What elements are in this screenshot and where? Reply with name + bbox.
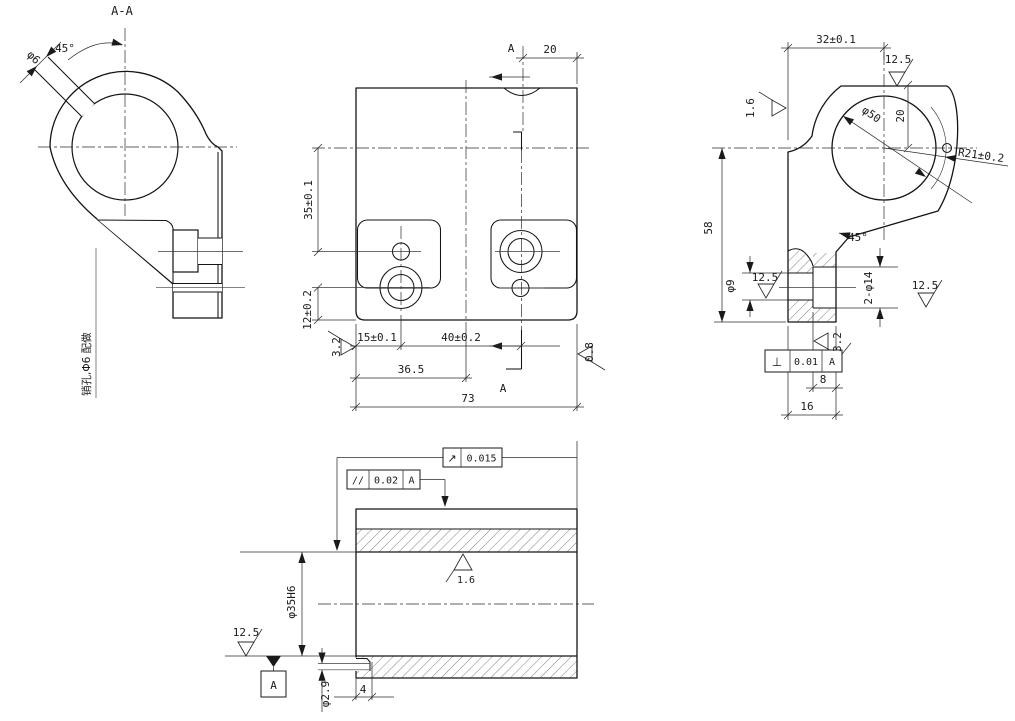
pocket-edge — [96, 219, 174, 229]
section-band-top — [356, 529, 577, 552]
angle-dimension — [67, 38, 124, 61]
ra-top-label: 12.5 — [885, 53, 912, 66]
dimensions — [225, 441, 578, 712]
ra-left-label: 3.2 — [330, 337, 343, 357]
dim-73: 73 — [461, 392, 474, 405]
dim-32: 32±0.1 — [816, 33, 856, 46]
datum-triangle-icon — [266, 656, 281, 667]
dim-58: 58 — [702, 221, 715, 234]
ra-bore-label: 1.6 — [457, 575, 475, 586]
dim-4: 4 — [360, 683, 367, 696]
centerlines — [712, 52, 977, 288]
foot-hatch — [788, 300, 836, 322]
centerlines — [38, 28, 245, 289]
dim-8: 8 — [820, 373, 827, 386]
ra-hub-label: 12.5 — [752, 271, 779, 284]
fcf-tolerance: 0.02 — [374, 476, 398, 487]
pin-hole-edge — [47, 56, 95, 105]
dim-35: 35±0.1 — [302, 180, 315, 220]
counterbore-cavity — [172, 229, 199, 273]
ra-left-label: 1.6 — [744, 98, 757, 118]
pin-hole-note: 销孔,Φ6 配做 — [80, 332, 93, 396]
view-bore-detail: ↗ 0.015 // 0.02 A A 1.6 φ35H6 — [225, 441, 594, 712]
foot-fillet — [787, 248, 814, 267]
fcf-runout: ↗ 0.015 — [333, 447, 577, 551]
section-label-bottom: A — [500, 382, 507, 395]
bore-dia-label: φ35H6 — [285, 585, 298, 618]
dim-12: 12±0.2 — [301, 290, 314, 330]
dim-20: 20 — [543, 43, 556, 56]
ra-end-label: 12.5 — [233, 626, 260, 639]
fcf-tolerance: 0.01 — [794, 357, 818, 368]
dim-36-5: 36.5 — [398, 363, 425, 376]
view-side: ⊥ 0.01 A 32±0.1 12.5 1.6 20 φ50 R21±0.2 … — [702, 33, 1009, 420]
fcf-perpendicularity: ⊥ 0.01 A — [764, 342, 852, 373]
fcf-tolerance: 0.015 — [466, 454, 496, 465]
roughness-symbol — [888, 58, 914, 87]
foot-hatch — [788, 249, 813, 273]
roughness-symbol — [237, 628, 263, 657]
roughness-symbol — [757, 270, 783, 299]
roughness-symbol — [577, 345, 606, 371]
fcf-datum: A — [829, 357, 835, 368]
pin-radius-label: R21±0.2 — [957, 146, 1005, 165]
roughness-symbol — [445, 553, 473, 583]
pin-hole-angle-label: 45° — [55, 42, 75, 55]
pin-hole-channel — [66, 88, 95, 117]
dimensions — [714, 42, 1009, 420]
dim-20: 20 — [894, 109, 907, 122]
front-outline — [355, 87, 578, 321]
counterbore-label: 2-φ14 — [862, 271, 875, 304]
pin-hole-edge — [34, 69, 83, 117]
section-label-top: A — [508, 42, 515, 55]
pocket-wedge — [97, 219, 173, 283]
dim-16: 16 — [800, 400, 813, 413]
ra-face-label: 3.2 — [831, 332, 844, 352]
top-notch — [503, 87, 541, 97]
centerlines — [312, 80, 592, 334]
fcf-parallelism: // 0.02 A — [346, 469, 449, 507]
pin-hole-notch — [354, 657, 371, 671]
perpendicularity-icon: ⊥ — [772, 355, 782, 369]
fcf-datum: A — [408, 476, 414, 487]
section-title: A-A — [111, 4, 133, 18]
foot-hatch — [813, 253, 836, 267]
view-front: A A 20 35±0.1 12±0.2 15±0.1 40±0.2 36.5 … — [301, 42, 606, 412]
dim-40: 40±0.2 — [441, 331, 481, 344]
datum-label: A — [270, 679, 277, 692]
roughness-symbol — [758, 91, 787, 117]
pin-dia-label: φ2.9 — [319, 681, 332, 708]
dim-15: 15±0.1 — [357, 331, 397, 344]
hole-dia-label: φ9 — [724, 279, 737, 292]
section-band-bottom — [356, 656, 577, 678]
datum-feature-symbol: A — [260, 656, 287, 698]
side-outline — [787, 85, 959, 323]
dimensions — [312, 52, 584, 412]
parallelism-icon: // — [352, 476, 364, 487]
ra-right-label: 0.8 — [583, 342, 596, 362]
pin-hole-dimension — [19, 41, 62, 84]
chamfer-angle-label: 45° — [848, 231, 868, 244]
pin-hole-notch-edge — [356, 657, 371, 671]
pocket-left — [356, 219, 442, 289]
runout-icon: ↗ — [447, 452, 456, 465]
pin-radius-arc — [930, 106, 947, 190]
ra-counterbore-label: 12.5 — [912, 279, 939, 292]
roughness-symbol — [327, 330, 356, 356]
roughness-symbol — [917, 279, 943, 308]
